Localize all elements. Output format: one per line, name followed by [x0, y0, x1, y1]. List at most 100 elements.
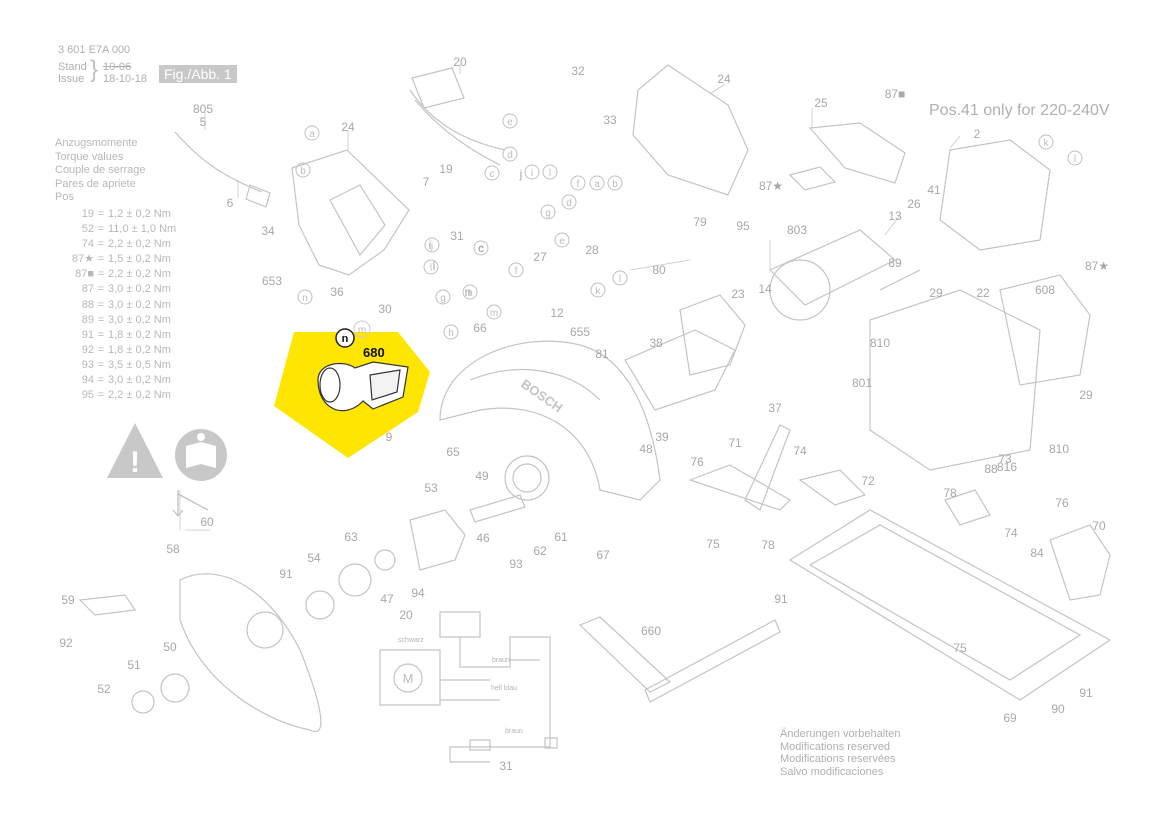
torque-value: 3,0 ± 0,2 Nm — [108, 313, 171, 326]
part-label: 54 — [307, 551, 321, 565]
torque-value: 2,2 ± 0,2 Nm — [108, 268, 171, 281]
callout-n-circle — [335, 328, 355, 348]
figure-label: Fig./Abb. 1 — [159, 65, 237, 83]
motor-symbol: M — [403, 671, 414, 686]
svg-text:a: a — [309, 129, 315, 140]
part-label: 22 — [976, 286, 990, 300]
mods-es: Salvo modificaciones — [780, 765, 884, 778]
field-housing — [939, 139, 1051, 251]
torque-pos: 87★ — [71, 253, 94, 266]
part-label: 14 — [758, 282, 772, 296]
torque-pos: 87 — [81, 283, 94, 296]
svg-text:n: n — [467, 288, 473, 299]
part-label: 6 — [227, 196, 234, 210]
part-label: 30 — [378, 302, 392, 316]
torque-pos: 95 — [81, 389, 94, 402]
stand-label: Stand — [58, 61, 87, 73]
torque-pos: 87■ — [75, 268, 94, 281]
part-label: 78 — [943, 486, 957, 500]
torque-table: 19=1,2 ± 0,2 Nm 52=11,0 ± 1,0 Nm 74=2,2 … — [60, 207, 176, 403]
part-label: 31 — [450, 229, 464, 243]
voltage-note: Pos.41 only for 220-240V — [929, 102, 1110, 119]
wire-label-schwarz: schwarz — [398, 637, 424, 644]
svg-text:b: b — [300, 166, 306, 177]
torque-pos: 52 — [81, 223, 94, 236]
part-label: 5 — [200, 115, 207, 129]
svg-text:e: e — [507, 117, 513, 128]
issue-date: 18-10-18 — [103, 73, 148, 85]
part-label: 91 — [774, 592, 788, 606]
torque-title-fr: Couple de serrage — [55, 164, 146, 176]
part-label: 13 — [888, 209, 902, 223]
part-label: 84 — [1030, 546, 1044, 560]
torque-row: 87■=2,2 ± 0,2 Nm — [60, 267, 176, 282]
torque-value: 2,2 ± 0,2 Nm — [108, 389, 171, 402]
mods-fr: Modifications reservées — [780, 753, 896, 765]
part-label: 53 — [424, 481, 438, 495]
issue-label: Issue — [58, 73, 85, 85]
torque-row: 87★=1,5 ± 0,2 Nm — [60, 252, 176, 267]
part-label: 79 — [693, 215, 707, 229]
part-label: 92 — [59, 636, 73, 650]
svg-text:l: l — [430, 263, 432, 274]
torque-row: 52=11,0 ± 1,0 Nm — [60, 222, 176, 237]
lower-guard — [179, 573, 322, 733]
part-label: 28 — [585, 243, 599, 257]
part-label: 61 — [554, 530, 568, 544]
part-label: 51 — [127, 658, 141, 672]
svg-text:d: d — [507, 150, 513, 161]
svg-text:c: c — [479, 244, 484, 255]
part-label: 47 — [380, 592, 394, 606]
armature — [768, 229, 897, 306]
part-label: 46 — [476, 531, 490, 545]
base-plate — [788, 509, 1112, 701]
part-label: 87★ — [1085, 259, 1109, 273]
part-label: 58 — [166, 542, 180, 556]
torque-row: 89=3,0 ± 0,2 Nm — [60, 313, 176, 328]
svg-text:k: k — [1044, 138, 1050, 149]
part-label: 7 — [423, 175, 430, 189]
torque-value: 3,0 ± 0,2 Nm — [108, 283, 171, 296]
part-label: j — [519, 167, 523, 181]
part-label: 20 — [399, 608, 413, 622]
part-label: 39 — [655, 430, 669, 444]
svg-text:g: g — [440, 293, 446, 304]
torque-value: 3,0 ± 0,2 Nm — [108, 298, 171, 311]
torque-title-de: Anzugsmomente — [55, 137, 138, 149]
part-label: 19 — [439, 162, 453, 176]
svg-text:l: l — [549, 168, 551, 179]
brand-logo: BOSCH — [518, 376, 565, 415]
part-label: 63 — [344, 530, 358, 544]
torque-pos: 89 — [81, 313, 94, 326]
part-number: 3 601 E7A 000 — [58, 44, 131, 56]
part-label: 76 — [690, 455, 704, 469]
torque-value: 1,5 ± 0,2 Nm — [108, 253, 171, 266]
gear — [504, 455, 550, 501]
part-label: 26 — [907, 197, 921, 211]
part-label: 660 — [641, 624, 661, 638]
part-label: 95 — [736, 219, 750, 233]
svg-text:!: ! — [130, 446, 140, 479]
svg-text:m: m — [490, 308, 498, 319]
svg-text:b: b — [612, 179, 618, 190]
svg-text:l: l — [619, 274, 621, 285]
torque-row: 91=1,8 ± 0,2 Nm — [60, 328, 176, 343]
torque-row: 74=2,2 ± 0,2 Nm — [60, 237, 176, 252]
part-label: 608 — [1035, 283, 1055, 297]
part-label: 41 — [927, 183, 941, 197]
part-label: l — [433, 259, 436, 273]
motor-housing — [869, 289, 1041, 471]
mods-en: Modifications reserved — [780, 740, 891, 753]
part-label: 12 — [550, 306, 564, 320]
part-label: 48 — [639, 442, 653, 456]
part-label: 81 — [595, 347, 609, 361]
part-label: 74 — [1004, 526, 1018, 540]
svg-text:h: h — [448, 328, 454, 339]
part-label: 810 — [1049, 442, 1069, 456]
torque-value: 1,2 ± 0,2 Nm — [108, 208, 171, 220]
torque-row: 88=3,0 ± 0,2 Nm — [60, 298, 176, 313]
old-date: 10-06 — [103, 61, 132, 73]
part-label: 62 — [533, 544, 547, 558]
callout-m: m — [358, 325, 366, 336]
